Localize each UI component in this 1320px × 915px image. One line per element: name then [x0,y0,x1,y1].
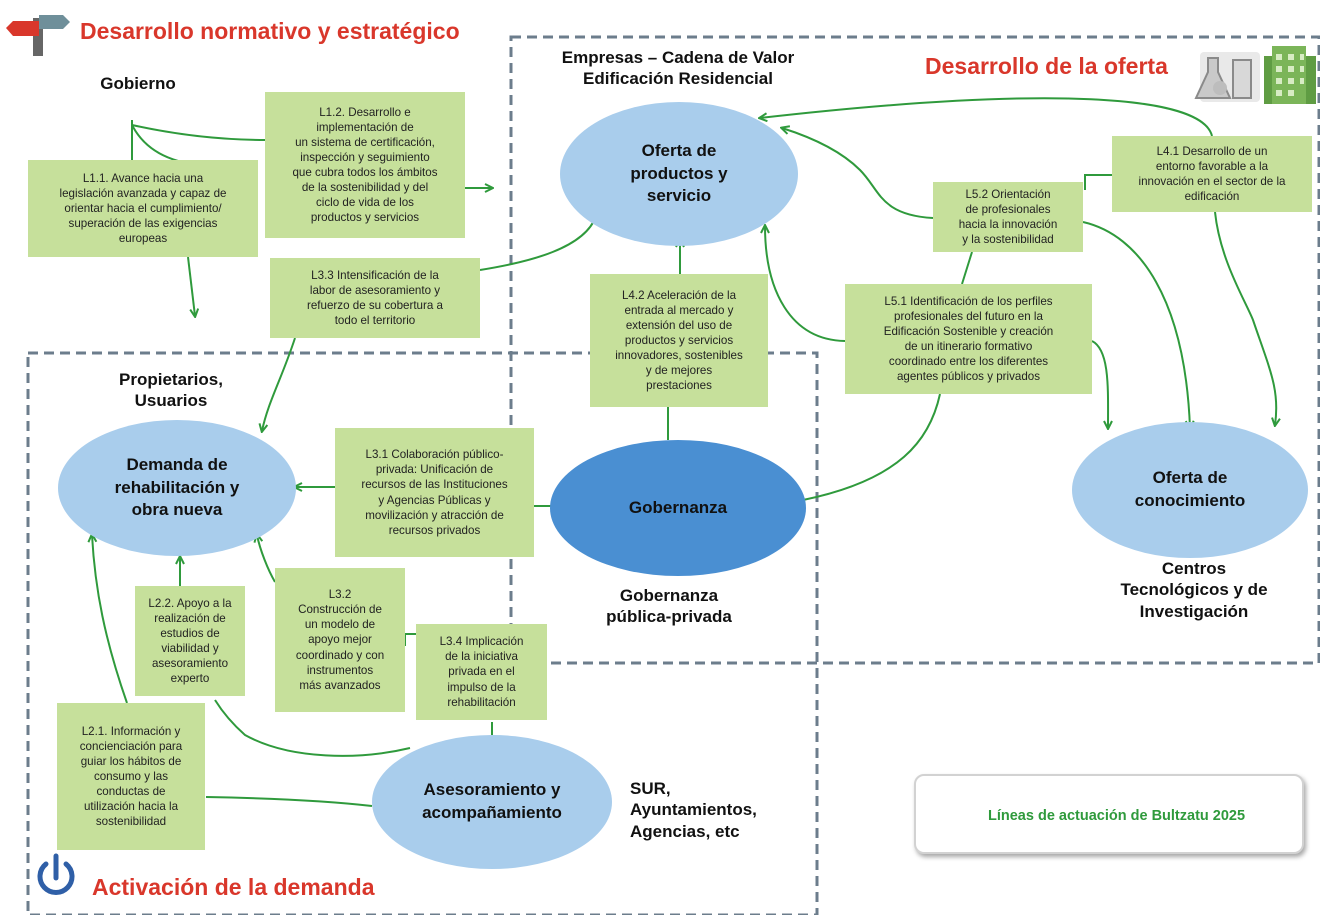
node-oferta-productos: Oferta de productos y servicio [560,102,798,246]
building-icon [1264,46,1316,104]
action-box-l3-3: L3.3 Intensificación de la labor de ases… [270,258,480,338]
node-oferta-conocimiento: Oferta de conocimiento [1072,422,1308,558]
section-title-oferta: Desarrollo de la oferta [925,53,1168,79]
group-label-propietarios: Propietarios, Usuarios [119,370,223,411]
action-box-l1-2: L1.2. Desarrollo e implementación de un … [265,92,465,238]
power-icon [37,853,75,895]
action-box-l2-1: L2.1. Información y concienciación para … [57,703,205,850]
demanda-region-border [26,351,819,915]
action-box-l5-2: L5.2 Orientación de profesionales hacia … [933,182,1083,252]
arrow-l5-1-oferta [765,226,846,342]
action-box-l1-1: L1.1. Avance hacia una legislación avanz… [28,160,258,257]
action-box-l4-1: L4.1 Desarrollo de un entorno favorable … [1112,136,1312,212]
group-label-centros: Centros Tecnológicos y de Investigación [1120,559,1268,621]
arrow-l1-1-down [187,256,195,316]
group-label-gobernanza: Gobernanza pública-privada [606,586,732,627]
section-title-normativo: Desarrollo normativo y estratégico [80,18,460,44]
action-box-l2-2: L2.2. Apoyo a la realización de estudios… [135,586,245,696]
laboratory-flask-icon [1194,52,1260,102]
arrow-l4-1-conocimiento [1214,211,1276,425]
section-title-demanda: Activación de la demanda [92,874,375,900]
group-label-sur: SUR, Ayuntamientos, Agencias, etc [630,779,757,841]
signpost-icon [6,15,70,56]
node-gobernanza: Gobernanza [550,440,806,576]
action-box-l3-1: L3.1 Colaboración público- privada: Unif… [335,428,534,557]
node-asesoramiento: Asesoramiento y acompañamiento [372,735,612,869]
action-box-l3-2: L3.2 Construcción de un modelo de apoyo … [275,568,405,712]
action-box-l4-2: L4.2 Aceleración de la entrada al mercad… [590,274,768,407]
arrow-l5-1-conocimiento [1091,340,1108,428]
legend-label: Líneas de actuación de Bultzatu 2025 [988,808,1246,824]
legend: Líneas de actuación de Bultzatu 2025 [914,774,1304,854]
arrow-l5-2-conocimiento [1082,221,1190,428]
node-demanda-rehabilitacion: Demanda de rehabilitación y obra nueva [58,420,296,556]
group-label-empresas: Empresas – Cadena de Valor Edificación R… [561,48,795,89]
arrow-l4-1-oferta [760,97,1213,137]
arrow-l2-1 [92,535,128,704]
arrow-l5-2-oferta [782,128,934,219]
action-box-l3-4: L3.4 Implicación de la iniciativa privad… [416,624,547,720]
empresas-region-border [509,35,1320,665]
group-label-gobierno: Gobierno [100,74,176,93]
arrow-l3-3 [262,215,597,431]
arrow-l3-2 [257,535,276,583]
action-box-l5-1: L5.1 Identificación de los perfiles prof… [845,284,1092,394]
